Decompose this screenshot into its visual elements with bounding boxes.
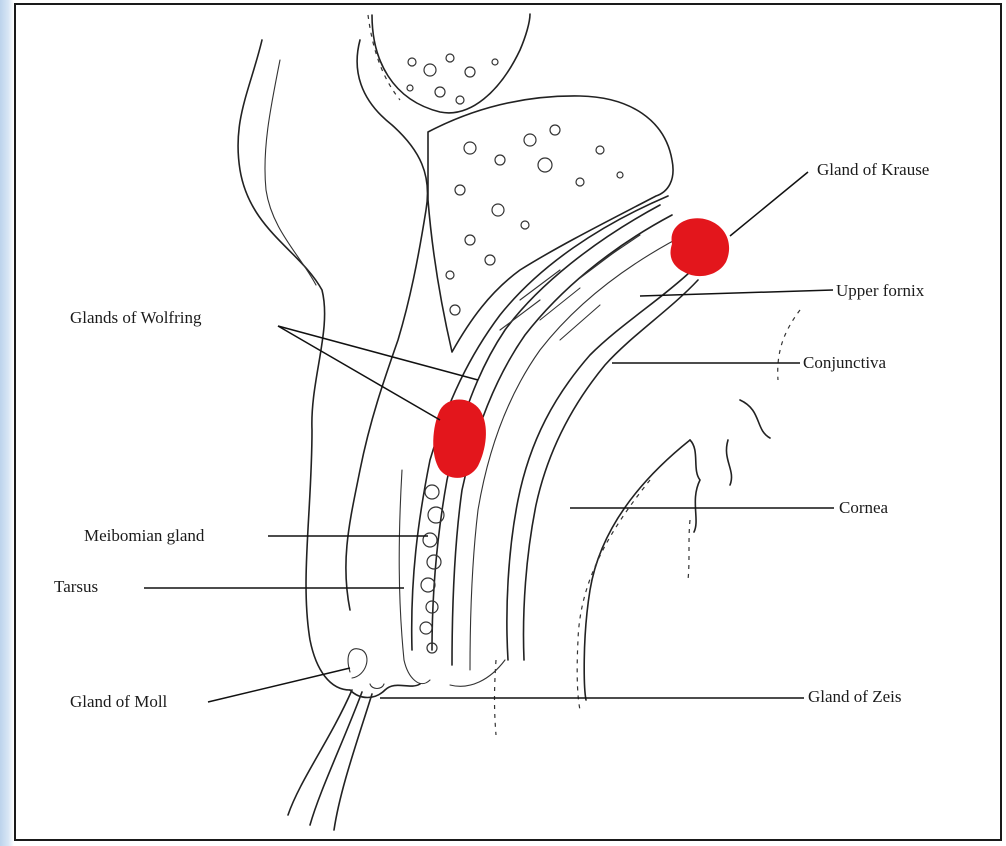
orbital-fat	[372, 14, 673, 352]
label-gland-of-krause: Gland of Krause	[817, 160, 929, 179]
label-cornea: Cornea	[839, 498, 889, 517]
label-gland-of-zeis: Gland of Zeis	[808, 687, 901, 706]
cornea-outline	[495, 310, 801, 735]
highlight-glands-of-wolfring	[433, 400, 486, 478]
label-gland-of-moll: Gland of Moll	[70, 692, 168, 711]
label-conjunctiva: Conjunctiva	[803, 353, 887, 372]
highlight-gland-of-krause	[671, 218, 730, 276]
lid-margin-lashes	[288, 649, 420, 830]
leader-lines	[144, 172, 834, 702]
label-glands-of-wolfring: Glands of Wolfring	[70, 308, 202, 327]
label-tarsus: Tarsus	[54, 577, 98, 596]
label-meibomian-gland: Meibomian gland	[84, 526, 205, 545]
label-upper-fornix: Upper fornix	[836, 281, 925, 300]
labels: Gland of Krause Upper fornix Glands of W…	[54, 160, 929, 711]
